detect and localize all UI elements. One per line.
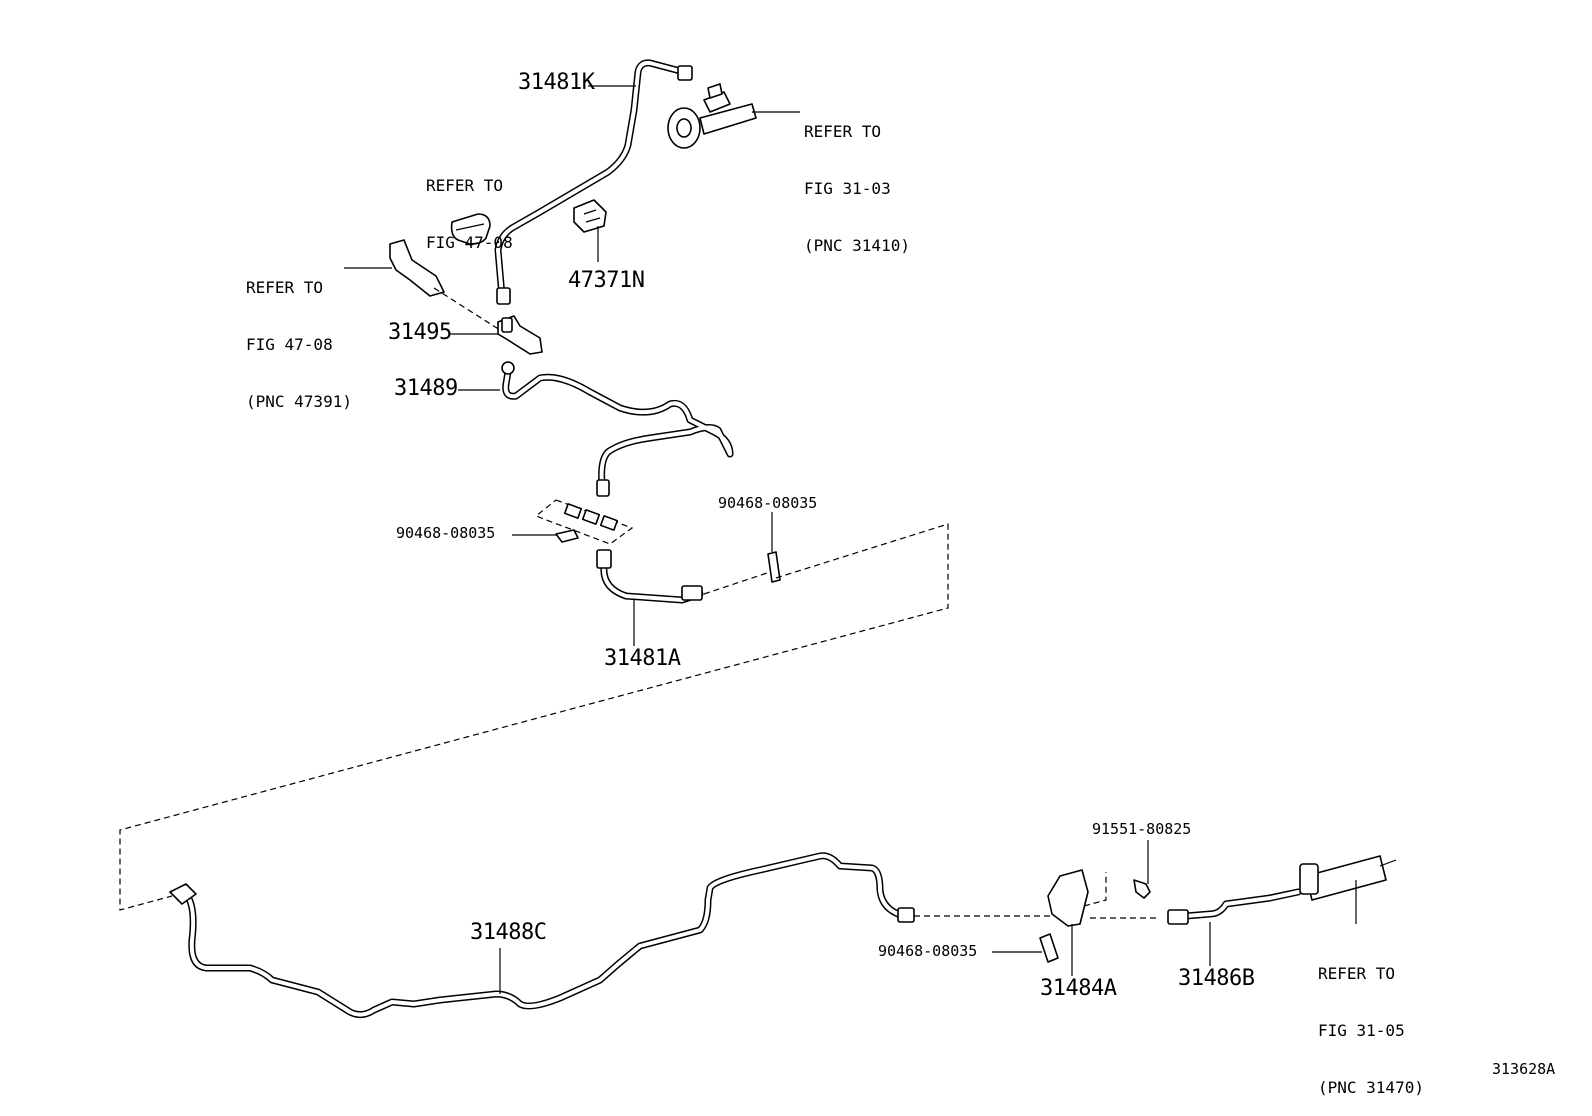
part-number-31488c[interactable]: 31488C: [470, 920, 547, 945]
part-number-31495[interactable]: 31495: [388, 320, 452, 345]
clip-90468-lower: [992, 933, 1059, 963]
bracket-31484a: [1047, 869, 1160, 976]
ref-line-2: FIG 47-08: [426, 233, 513, 252]
part-number-31489[interactable]: 31489: [394, 376, 458, 401]
reference-fig-47-08-grommet[interactable]: REFER TO FIG 47-08: [426, 138, 513, 271]
ref-line-3: (PNC 31410): [804, 236, 910, 255]
ref-line-3: (PNC 31470): [1318, 1078, 1424, 1097]
part-number-31481k[interactable]: 31481K: [518, 70, 595, 95]
part-number-90468-lower[interactable]: 90468-08035: [878, 942, 978, 960]
hose-31486b: [1167, 888, 1302, 966]
ref-line-1: REFER TO: [246, 278, 324, 297]
ref-line-3: (PNC 47391): [246, 392, 352, 411]
routing-dashed-line: [119, 523, 949, 911]
pipe-31481k: [494, 59, 693, 305]
ref-line-2: FIG 47-08: [246, 335, 333, 354]
pipe-31488c: [169, 852, 1050, 1019]
bracket-31495: [450, 315, 543, 355]
ref-line-2: FIG 31-05: [1318, 1021, 1405, 1040]
clamp-47371n: [573, 199, 607, 262]
part-number-31486b[interactable]: 31486B: [1178, 966, 1255, 991]
ref-line-2: FIG 31-03: [804, 179, 891, 198]
hose-31481a: [596, 549, 771, 646]
bracket-47391: [344, 239, 501, 331]
reference-fig-31-03[interactable]: REFER TO FIG 31-03 (PNC 31410): [804, 84, 910, 274]
clutch-master-cylinder: [667, 83, 800, 149]
leader-31481k: [588, 85, 636, 87]
clip-90468-left: [512, 529, 579, 543]
ref-line-1: REFER TO: [1318, 964, 1396, 983]
clip-plate: [534, 499, 634, 545]
part-number-31481a[interactable]: 31481A: [604, 646, 681, 671]
part-number-47371n[interactable]: 47371N: [568, 268, 645, 293]
clip-90468-upper: [767, 512, 781, 583]
grommet: [450, 213, 491, 245]
bolt-91551: [1133, 840, 1151, 899]
ref-line-1: REFER TO: [426, 176, 504, 195]
ref-line-1: REFER TO: [804, 122, 882, 141]
reference-fig-47-08-bracket[interactable]: REFER TO FIG 47-08 (PNC 47391): [246, 240, 352, 430]
part-number-90468-upper[interactable]: 90468-08035: [718, 494, 818, 512]
illustration-number: 313628A: [1492, 1060, 1556, 1078]
part-number-31484a[interactable]: 31484A: [1040, 976, 1117, 1001]
clutch-release-cylinder: [1299, 855, 1397, 924]
part-number-90468-left[interactable]: 90468-08035: [396, 524, 496, 542]
pipe-31489: [458, 361, 734, 497]
reference-fig-31-05[interactable]: REFER TO FIG 31-05 (PNC 31470): [1318, 926, 1424, 1116]
part-number-91551-80825[interactable]: 91551-80825: [1092, 820, 1192, 838]
